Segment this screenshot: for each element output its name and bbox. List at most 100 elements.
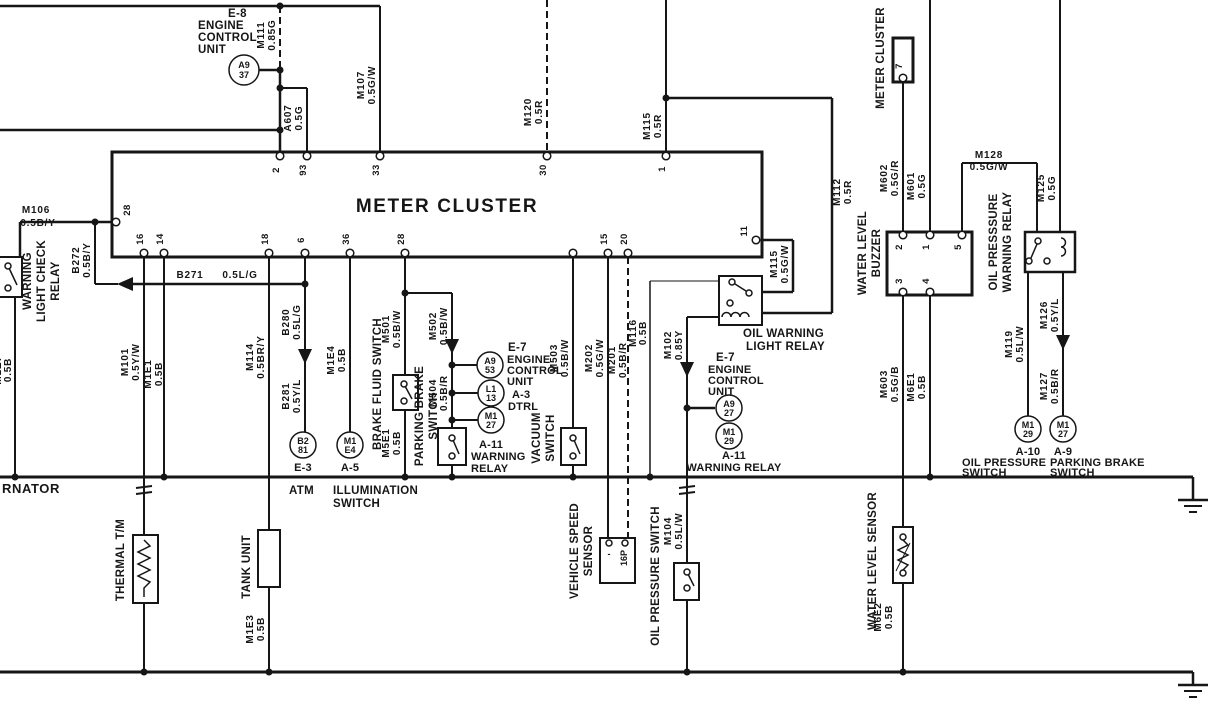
ground-symbol-right [1178,498,1208,513]
parking-brake-switch-right-code: A-9 [1054,446,1072,458]
connector-b2-81 [289,431,317,459]
wire-m115gw-gauge: 0.5G/W [780,245,791,284]
thermal-resistor-zigzag [136,539,152,597]
ecu-e7-right-code: E-7 [716,352,735,364]
warning-light-check-relay-l3: RELAY [50,261,62,300]
connector-a9-27-l1: A9 [723,399,735,409]
diode-b280 [298,349,312,364]
buzzer-pin-4: 4 [921,278,932,284]
wire-m101-gauge: 0.5Y/W [131,343,142,381]
connector-b2-81-l2: 81 [298,445,308,455]
warning-light-check-relay-l2: LIGHT CHECK [36,240,48,322]
diode-symbols [117,277,1070,377]
wire-m1e3-gauge: 0.5B [256,617,267,641]
oil-pressure-switch-right-l2: SWITCH [962,467,1007,479]
wire-b280-gauge: 0.5L/G [292,304,303,339]
pin-bottom-14: 14 [155,233,166,245]
wire-m501-name: M501 [381,315,392,343]
wire-m1e4-name: M1E4 [326,345,337,374]
connector-a9-27-l2: 27 [724,408,734,418]
connector-l1-13-l1: L1 [486,384,497,394]
pin-bottom-6: 6 [296,237,307,243]
warning-light-check-relay-l1: WARNING [22,252,34,310]
connector-m1-e4-l2: E4 [344,445,355,455]
pin-bottom-36: 36 [341,233,352,245]
wire-m1e1-name: M1E1 [143,359,154,388]
thermal-tm-label: THERMAL T/M [115,519,127,601]
vehicle-speed-sensor-l2: SENSOR [583,525,595,576]
wire-m1e7-gauge: 0.5B [3,358,14,382]
parking-brake-switch-l2: SWITCH [428,392,440,439]
wire-m111-name: M111 [256,21,267,48]
wire-m503-gauge: 0.5B/W [560,339,571,377]
relay-switch-symbols [4,237,1067,597]
wire-m1e1-gauge: 0.5B [154,362,165,386]
ecu-e8-line2: CONTROL [198,32,257,44]
wire-m115r-gauge: 0.5R [653,114,664,138]
connector-m1-27-left [477,406,505,434]
pin-circles [111,73,967,297]
meter-cluster-small-pin7: 7 [894,63,905,69]
connector-a9-53-l2: 53 [485,365,495,375]
oil-warning-light-relay-l2: LIGHT RELAY [746,341,825,353]
ground-symbol-bottom [1178,683,1208,698]
meter-cluster-box [110,150,764,259]
ecu-e7-left-l1: ENGINE [507,354,550,366]
wire-m6e1-name: M6E1 [906,372,917,401]
wire-m116-name: M116 [628,319,639,347]
wire-m6e1-gauge: 0.5B [917,375,928,399]
warning-relay-left-l2: RELAY [471,463,509,475]
oil-pressure-switch-mid-label: OIL PRESSURE SWITCH [650,506,662,646]
oil-pressure-switch-right-l1: OIL PRESSURE [962,457,1046,469]
warning-relay-right-code: A-11 [722,450,746,462]
wire-m603-name: M603 [879,370,890,398]
wire-m101-name: M101 [120,348,131,376]
wire-b281-name: B281 [281,382,292,409]
connector-a9-37 [228,54,260,86]
dtrl-code: A-3 [512,389,530,401]
wire-b272-gauge: 0.5B/Y [82,242,93,277]
water-level-sensor-zigzag [896,539,910,571]
meter-cluster-title: METER CLUSTER [356,196,538,217]
alternator-label: RNATOR [2,481,60,496]
wire-m5e1-name: M5E1 [381,428,392,457]
wire-m107-name: M107 [356,71,367,99]
wire-m202-gauge: 0.5G/W [595,339,606,378]
dtrl-name: DTRL [508,401,538,413]
warning-relay-right-name: WARNING RELAY [686,462,782,474]
oil-pressure-switch-right-code: A-10 [1016,446,1041,458]
wire-m201-name: M201 [607,346,618,374]
oil-pressure-warning-relay-box [1023,230,1077,274]
wire-lines [0,0,1195,685]
atm-label: ATM [289,485,314,497]
wire-m106-name: M106 [22,205,50,216]
wire-m119-gauge: 0.5L/W [1015,325,1026,362]
connector-m1-29-oil-l2: 29 [1023,429,1033,439]
tank-unit-label: TANK UNIT [241,535,253,599]
wire-m114-gauge: 0.5BR/Y [256,335,267,378]
wire-m116-gauge: 0.5B [638,321,649,345]
inline-connector-marks [135,485,696,495]
connector-a9-37-l2: 37 [239,70,249,80]
junction-dots [11,2,934,676]
wire-m601-gauge: 0.5G [917,174,928,199]
wire-m125-name: M125 [1036,174,1047,202]
illumination-switch-l2: SWITCH [333,498,380,510]
diode-m102 [680,362,694,377]
pin-bottom-20: 20 [619,233,630,245]
connector-b2-81-l1: B2 [297,436,309,446]
wire-m202-name: M202 [584,344,595,372]
pin-top-30: 30 [538,164,549,176]
ecu-e7-left-l3: UNIT [507,376,534,388]
connector-m1-29-oil-l1: M1 [1022,420,1035,430]
warning-relay-left-l1: WARNING [471,451,526,463]
wire-m501-gauge: 0.5B/W [392,310,403,348]
labels: METER CLUSTER 2 93 33 30 1 16 14 18 6 36… [0,7,1144,646]
buzzer-pin-3: 3 [894,278,905,284]
warning-relay-left-code: A-11 [479,439,503,451]
vehicle-speed-sensor-box [599,537,636,584]
component-boxes [0,36,1077,604]
connector-m1-27-park-l1: M1 [1057,420,1070,430]
